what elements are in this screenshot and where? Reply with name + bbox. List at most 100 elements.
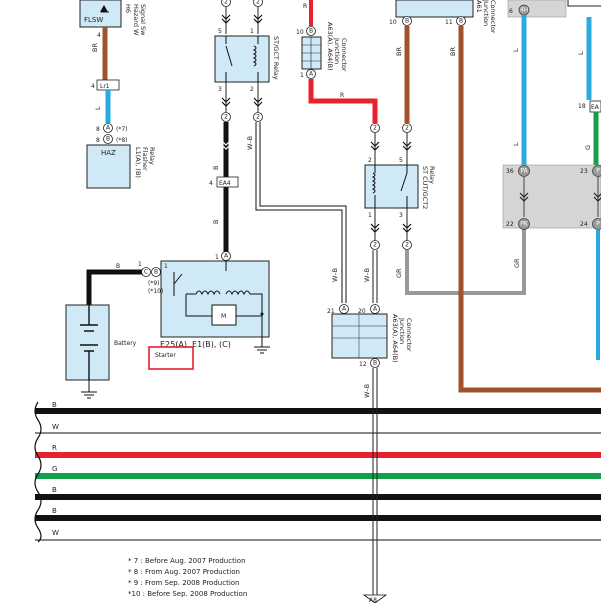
wire-label-b: B — [116, 263, 120, 270]
pin-label: 2 — [368, 157, 372, 164]
grey-block — [502, 164, 601, 229]
footnote: * 9 : From Sep. 2008 Production — [128, 579, 239, 587]
wire-label-r: R — [303, 3, 307, 10]
lr1-label: Lr1 — [100, 83, 110, 90]
pin-letter: C — [144, 269, 148, 276]
pin-label: 1 — [368, 212, 372, 219]
pin-letter: B — [106, 136, 110, 143]
wire-label-l: L — [577, 51, 585, 55]
flsw-box — [79, 0, 122, 28]
ground-icon — [254, 337, 270, 354]
wire-label-br: BR — [395, 47, 403, 56]
pin-label: 1 — [215, 254, 219, 261]
flasher-group: FLSW H6 Hazard W Signal Sw 4 BR Lr1 4 L … — [79, 0, 156, 189]
relay-coil-icon — [371, 172, 376, 194]
flasher-id: L1(A), (B) — [134, 147, 142, 178]
battery-group: B Battery — [65, 263, 142, 399]
pin-label: 8 — [96, 137, 100, 144]
pin-label: 1 — [138, 261, 142, 268]
junction-bottom-box — [331, 313, 388, 359]
wire-b-battery — [86, 269, 142, 305]
wire-label-br: BR — [449, 47, 457, 56]
bus-label: B — [52, 507, 57, 515]
junction-top-group: R 10 B A 1 A63(A), A64(B) Junction Conne… — [296, 0, 378, 123]
solenoid-coil-icon — [195, 290, 221, 296]
bus-label: B — [52, 401, 57, 409]
h6-label: H6 — [124, 4, 132, 13]
wire-label-l: L — [512, 142, 520, 146]
haz-label: HAZ — [101, 149, 116, 157]
wire-label-wb: W–B — [363, 384, 371, 398]
st-cut2-relay-label-2: Relay — [428, 166, 436, 184]
ea4-connector — [216, 176, 239, 188]
pin-label: 2 — [256, 0, 260, 6]
pin-label: 24 — [580, 221, 588, 228]
wire-wb — [255, 122, 343, 303]
pin-letter: A — [373, 306, 378, 313]
top-right-group: 10 B 11 B A61 Junction Connector BR BR 6… — [389, 0, 601, 393]
starter-id: E25(A), E1(B), (C) — [160, 340, 231, 349]
pin-label: 2 — [405, 242, 409, 249]
flasher-label: Flasher — [141, 147, 149, 171]
a61-sub2: Connector — [489, 0, 497, 34]
pin-label: 23 — [580, 168, 588, 175]
motor-label: M — [221, 313, 226, 320]
pin-pk: PK — [520, 221, 529, 228]
pin-letter: B — [459, 18, 463, 25]
st-gct-relay-label: ST/GCT Relay — [272, 36, 280, 80]
battery-label: Battery — [114, 340, 137, 347]
st-gct-relay-group: 2 2 5 1 3 2 ST/GCT Relay 2 2 B EA4 4 B — [209, 0, 347, 303]
pin-label: 36 — [506, 168, 514, 175]
wire-r — [308, 79, 378, 123]
pin-label: 1 — [164, 263, 168, 270]
pin-label: 1 — [300, 72, 304, 79]
junction-top-label: Junction — [333, 37, 341, 64]
ea-right-label: EA — [591, 104, 600, 111]
junction-bottom-id: A63(A), A64(B) — [391, 314, 399, 363]
pin-note: (*8) — [116, 137, 128, 144]
bus-break — [34, 401, 42, 543]
wire-label-gr: GR — [513, 258, 521, 268]
bus-label: W — [52, 423, 59, 431]
pin-letter: B — [405, 18, 409, 25]
pin-letter: 4H — [520, 7, 528, 14]
a61-sub: Junction — [482, 0, 490, 26]
starter-box — [160, 260, 270, 338]
st-gct-relay-box — [214, 35, 270, 83]
pin-label: 6 — [509, 8, 513, 15]
pin-label: 5 — [218, 28, 222, 35]
flasher-label-2: Relay — [148, 147, 156, 165]
junction-top-label-2: Connector — [340, 38, 348, 72]
wire-label-br: BR — [91, 43, 99, 52]
st-cut2-relay-box — [364, 164, 419, 209]
pin-label: 1 — [250, 28, 254, 35]
footnote: *10 : Before Sep. 2008 Production — [128, 590, 247, 598]
pin-label: 8 — [96, 126, 100, 133]
pin-letter: B — [373, 360, 377, 367]
a8-connector — [362, 594, 388, 603]
pin-p: P — [596, 168, 600, 175]
pin-note: (*10) — [148, 288, 163, 295]
footnotes: * 7 : Before Aug. 2007 Production * 8 : … — [128, 557, 247, 598]
pin-letter: A — [106, 125, 111, 132]
starter-group: A 1 M 1 (*9) (*10) E25(A), E1(B), (C) St… — [138, 251, 270, 370]
bus-label: W — [52, 529, 59, 537]
pin-label: 10 — [389, 19, 397, 26]
a8-label: A8 — [369, 597, 377, 603]
pin-label: 2 — [373, 242, 377, 249]
wire-label-g: G — [584, 145, 592, 150]
wire-label-l: L — [94, 106, 102, 110]
pin-label: 2 — [224, 114, 228, 121]
a61-box — [395, 0, 474, 18]
motor-icon — [211, 304, 237, 326]
battery-icon — [80, 305, 98, 380]
pin-label: 3 — [399, 212, 403, 219]
wire-gr — [405, 229, 526, 295]
pin-letter: A — [224, 253, 229, 260]
pin-label: 20 — [358, 308, 366, 315]
footnote: * 7 : Before Aug. 2007 Production — [128, 557, 246, 565]
hazard-switch-label-2: Signal Sw — [139, 4, 147, 36]
bus-label: R — [52, 444, 57, 452]
starter-highlight[interactable] — [148, 346, 194, 370]
pin-letter: A — [342, 306, 347, 313]
